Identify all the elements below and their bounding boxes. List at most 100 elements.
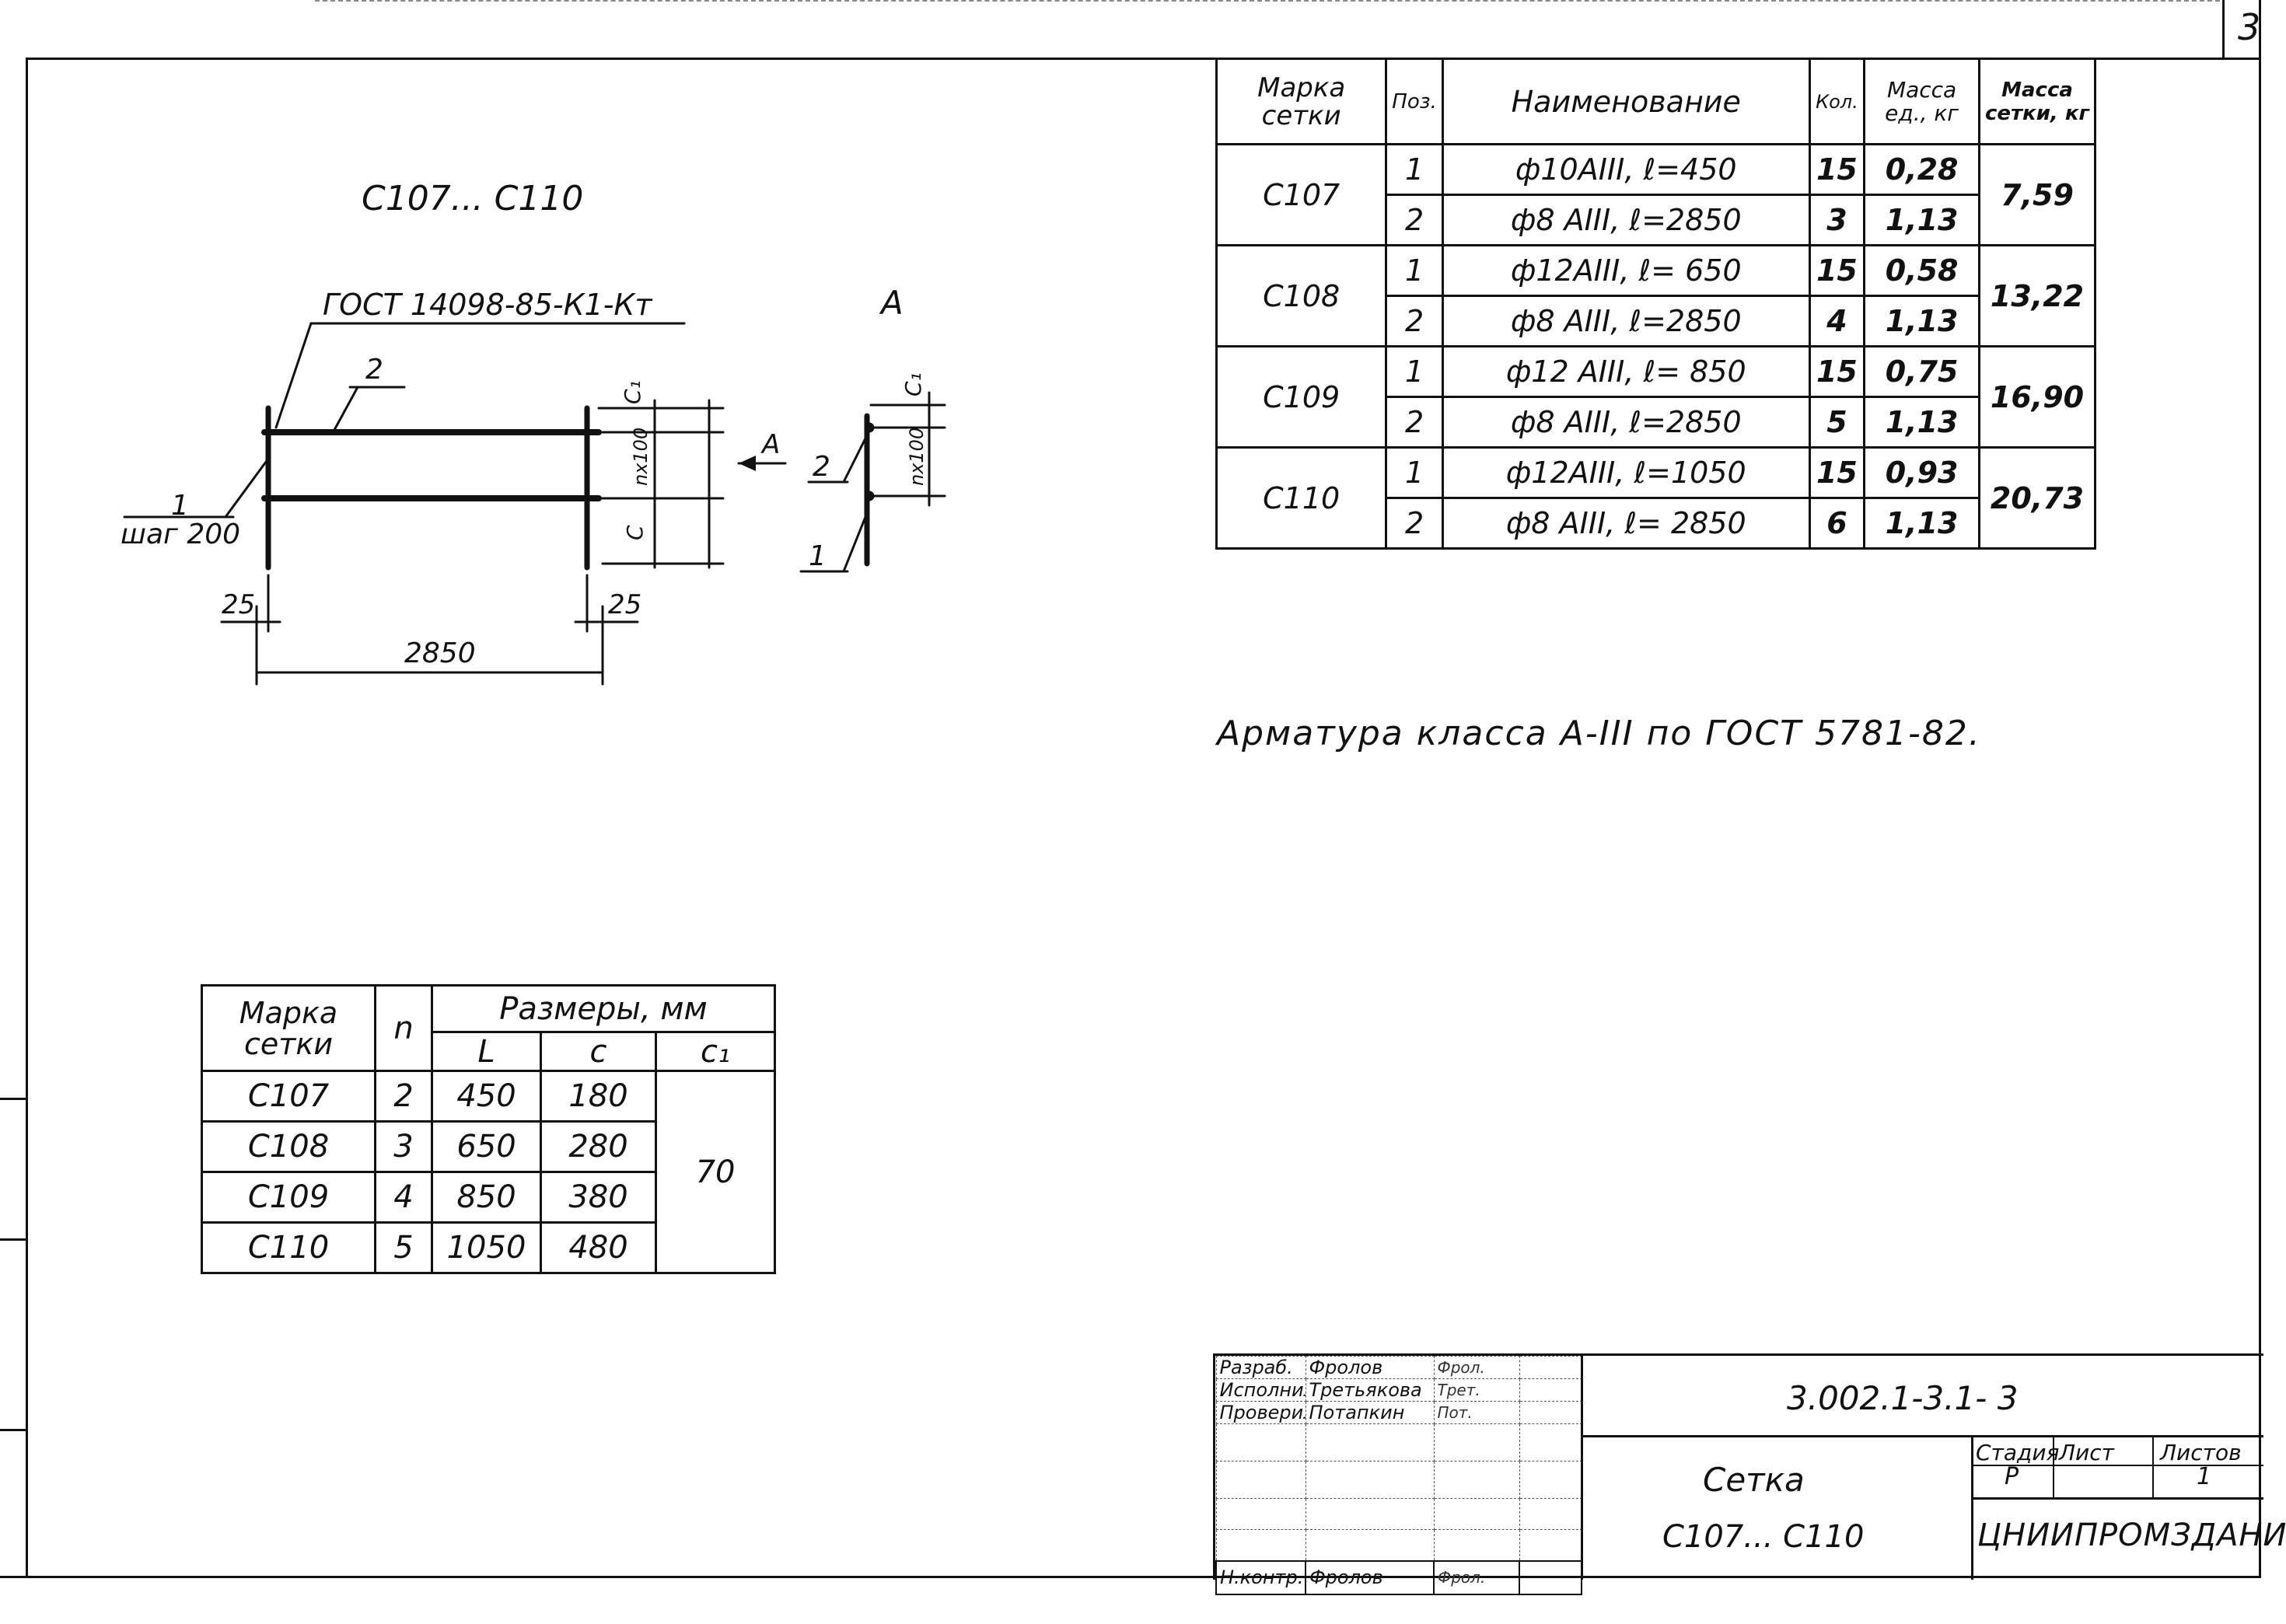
signature-role: Н.контр. <box>1215 1559 1306 1595</box>
spec-header-pos: Поз. <box>1385 58 1444 145</box>
frame-top-edge <box>315 0 2220 2</box>
spec-qty: 3 <box>1808 194 1866 246</box>
spec-name: ф12АIII, ℓ= 650 <box>1441 244 1811 297</box>
size-header-n: n <box>374 984 433 1072</box>
signature-name <box>1305 1529 1435 1561</box>
frame-top-line <box>26 58 2261 60</box>
binding-tick-1 <box>0 1098 28 1100</box>
pos1-leader-line <box>224 457 270 519</box>
size-c: 180 <box>540 1070 657 1123</box>
signature-row <box>1215 1529 1582 1561</box>
title-block: Разраб. Фролов Фрол. Исполнил Третьякова… <box>1213 1353 2286 1595</box>
dim-c-text: С <box>622 525 648 540</box>
spec-pos: 2 <box>1385 396 1444 449</box>
signature-name: Потапкин <box>1305 1401 1435 1424</box>
stage-value: Р <box>2005 1463 2019 1490</box>
spec-name: ф8 АIII, ℓ= 2850 <box>1441 497 1811 550</box>
spec-qty: 15 <box>1808 143 1866 196</box>
signature-name <box>1305 1461 1435 1499</box>
spec-row: 2 ф8 АIII, ℓ=2850 3 1,13 <box>1217 194 2096 246</box>
pos2-leader-line <box>333 386 359 431</box>
spec-pos: 1 <box>1385 244 1444 297</box>
size-header-L: L <box>431 1031 542 1072</box>
section-position-1-label: 1 <box>809 540 827 572</box>
stage-label: Стадия <box>1976 1440 2060 1465</box>
spec-mass-unit: 0,75 <box>1863 345 1981 398</box>
signature-role <box>1215 1461 1306 1499</box>
signature-sign: Трет. <box>1433 1378 1520 1402</box>
size-L: 850 <box>431 1171 542 1224</box>
spec-mass-unit: 1,13 <box>1863 497 1981 550</box>
spec-name: ф12АIII, ℓ=1050 <box>1441 446 1811 499</box>
spec-pos: 2 <box>1385 194 1444 246</box>
signature-name <box>1305 1498 1435 1530</box>
dim-c1-text: С₁ <box>620 380 645 404</box>
size-table: Марка сетки n Размеры, мм L c c₁ С107 2 … <box>201 984 777 1274</box>
signature-sign <box>1433 1529 1520 1561</box>
spec-header-mark: Марка сетки <box>1215 58 1388 145</box>
spec-mark-c108: С108 <box>1215 244 1388 348</box>
spec-row: 2 ф8 АIII, ℓ=2850 5 1,13 <box>1217 396 2096 449</box>
spec-qty: 4 <box>1808 295 1866 348</box>
size-c: 480 <box>540 1221 657 1274</box>
frame-left-line <box>26 58 28 1578</box>
section-pos2-leader <box>842 434 869 484</box>
size-n: 5 <box>374 1221 433 1274</box>
spec-pos: 2 <box>1385 497 1444 550</box>
size-n: 3 <box>374 1120 433 1173</box>
spec-mass-c108: 13,22 <box>1978 244 2096 348</box>
spec-name: ф12 АIII, ℓ= 850 <box>1441 345 1811 398</box>
signature-row: Исполнил Третьякова Трет. <box>1215 1378 1582 1402</box>
spec-pos: 1 <box>1385 446 1444 499</box>
signature-name: Фролов <box>1305 1356 1435 1379</box>
spec-pos: 1 <box>1385 345 1444 398</box>
corner-box-line <box>2222 0 2225 60</box>
size-row: С110 5 1050 480 <box>201 1221 775 1274</box>
size-L: 650 <box>431 1120 542 1173</box>
gost-weld-label: ГОСТ 14098-85-К1-Кт <box>323 288 652 322</box>
signature-row <box>1215 1498 1582 1530</box>
spec-row: С107 1 ф10АIII, ℓ=450 15 0,28 7,59 <box>1215 143 2096 246</box>
size-n: 2 <box>374 1070 433 1123</box>
title-block-signatures: Разраб. Фролов Фрол. Исполнил Третьякова… <box>1215 1356 1582 1595</box>
spec-row: С108 1 ф12АIII, ℓ= 650 15 0,58 13,22 <box>1215 244 2096 348</box>
signature-row: Проверил Потапкин Пот. <box>1215 1401 1582 1424</box>
size-n: 4 <box>374 1171 433 1224</box>
sheets-label: Листов <box>2160 1440 2242 1465</box>
spec-name: ф8 АIII, ℓ=2850 <box>1441 396 1811 449</box>
signature-name <box>1305 1423 1435 1462</box>
dim-nx100-text: nx100 <box>630 427 652 486</box>
signature-row <box>1215 1461 1582 1499</box>
frame-bottom-line <box>0 1576 2261 1578</box>
signature-role <box>1215 1423 1306 1462</box>
spec-header-mass-unit: Масса ед., кг <box>1863 58 1981 145</box>
spec-name: ф8 АIII, ℓ=2850 <box>1441 194 1811 246</box>
spec-row: 2 ф8 АIII, ℓ=2850 4 1,13 <box>1217 295 2096 348</box>
signature-sign: Пот. <box>1433 1401 1520 1424</box>
size-L: 450 <box>431 1070 542 1123</box>
spec-mass-unit: 0,93 <box>1863 446 1981 499</box>
spec-header-mass-mesh: Масса сетки, кг <box>1978 58 2096 145</box>
size-mark: С107 <box>201 1070 376 1123</box>
frame-right-line <box>2259 0 2261 1578</box>
spec-name: ф8 АIII, ℓ=2850 <box>1441 295 1811 348</box>
size-row: С107 2 450 180 70 <box>201 1070 777 1274</box>
organization-name: ЦНИИПРОМЗДАНИЙ <box>1977 1517 2286 1553</box>
size-header-c: c <box>540 1031 657 1072</box>
binding-tick-2 <box>0 1238 28 1241</box>
spec-qty: 5 <box>1808 396 1866 449</box>
sheets-value: 1 <box>2197 1463 2212 1490</box>
spec-mass-unit: 0,28 <box>1863 143 1981 196</box>
weld-leader-line <box>274 322 313 429</box>
size-c: 380 <box>540 1171 657 1224</box>
item-range: С107... С110 <box>1662 1519 1865 1555</box>
size-row: С108 3 650 280 <box>201 1120 775 1173</box>
view-a-label: А <box>881 284 904 322</box>
specification-table: Марка сетки Поз. Наименование Кол. Масса… <box>1215 58 2096 550</box>
spec-row: С110 1 ф12АIII, ℓ=1050 15 0,93 20,73 <box>1215 446 2096 550</box>
signature-role: Проверил <box>1215 1401 1306 1424</box>
spec-mass-unit: 0,58 <box>1863 244 1981 297</box>
signature-sign: Фрол. <box>1433 1356 1520 1379</box>
signature-sign <box>1433 1498 1520 1530</box>
view-nx100-text: nx100 <box>906 427 928 486</box>
